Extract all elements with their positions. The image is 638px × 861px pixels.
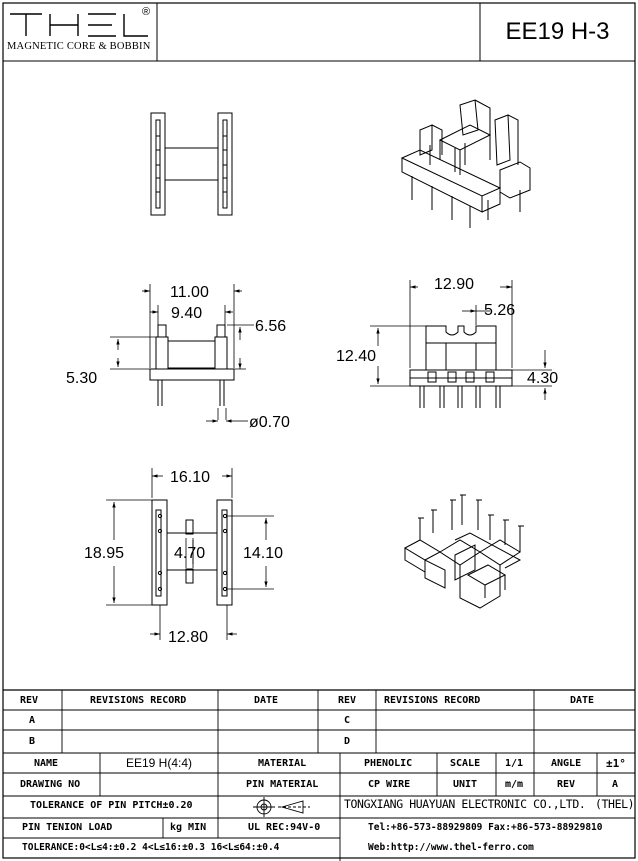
- pin-tension-unit: kg MIN: [170, 822, 207, 833]
- dim-side-width-outer: 11.00: [170, 284, 209, 301]
- date-header-left: DATE: [254, 695, 279, 706]
- unit-label: UNIT: [453, 779, 478, 790]
- dim-top-base-width: 12.80: [168, 629, 208, 646]
- side-outline-view: [150, 112, 233, 216]
- tel-fax: Tel:+86-573-88929809 Fax:+86-573-8892981…: [368, 822, 603, 833]
- dim-side-width-inner: 9.40: [171, 305, 202, 322]
- top-view: [151, 499, 233, 606]
- pin-tension-label: PIN TENION LOAD: [22, 822, 113, 833]
- dim-side-body-height: 5.30: [66, 370, 97, 387]
- dim-side-flange-height: 6.56: [255, 318, 286, 335]
- projection-symbol: [253, 797, 310, 817]
- tolerance-ranges: TOLERANCE:0<L≤4:±0.2 4<L≤16:±0.3 16<L≤64…: [22, 842, 280, 853]
- rev-value: A: [612, 779, 619, 790]
- website: Web:http://www.thel-ferro.com: [368, 842, 534, 853]
- front-view-right: [409, 325, 513, 408]
- dim-front-pin-offset: 4.30: [527, 370, 558, 387]
- scale-label: SCALE: [450, 758, 481, 769]
- dim-front-height: 12.40: [336, 348, 376, 365]
- company-short: (THEL): [595, 797, 635, 811]
- dim-front-width: 12.90: [434, 276, 474, 293]
- unit-value: m/m: [505, 779, 524, 790]
- dim-top-inner-width: 4.70: [174, 545, 205, 562]
- company-subtitle: MAGNETIC CORE & BOBBIN: [7, 41, 151, 52]
- registered-mark: ®: [142, 6, 151, 18]
- rev-header-left: REV: [20, 695, 39, 706]
- rev-row-a: A: [29, 715, 36, 726]
- scale-value: 1/1: [505, 758, 524, 769]
- material-label: MATERIAL: [258, 758, 307, 769]
- front-view-left-dims: [110, 284, 254, 423]
- dim-top-width: 16.10: [170, 469, 210, 486]
- rev-label: REV: [557, 779, 576, 790]
- isometric-view-bottom: [403, 494, 524, 609]
- angle-value: ±1°: [606, 757, 626, 770]
- title-block-grid: [3, 690, 635, 861]
- front-view-left: [149, 324, 235, 406]
- thel-logo-mark: [10, 13, 148, 37]
- revisions-record-header-left: REVISIONS RECORD: [90, 695, 187, 706]
- name-value: EE19 H(4:4): [125, 756, 193, 770]
- part-title: EE19 H-3: [505, 18, 610, 45]
- rev-header-right: REV: [338, 695, 357, 706]
- angle-label: ANGLE: [551, 758, 582, 769]
- pin-material-label: PIN MATERIAL: [246, 779, 319, 790]
- dim-front-slot-width: 5.26: [484, 302, 515, 319]
- thel-logo: [8, 10, 148, 38]
- date-header-right: DATE: [570, 695, 595, 706]
- revisions-record-header-right: REVISIONS RECORD: [384, 695, 481, 706]
- pin-material-value: CP WIRE: [368, 779, 411, 790]
- material-value: PHENOLIC: [364, 758, 413, 769]
- tolerance-pin-pitch: TOLERANCE OF PIN PITCH±0.20: [30, 800, 193, 811]
- rev-row-b: B: [29, 736, 36, 747]
- dim-pin-diameter: ø0.70: [249, 414, 290, 431]
- rev-row-c: C: [344, 715, 351, 726]
- top-view-dims: [106, 468, 274, 640]
- isometric-view-top: [400, 99, 531, 228]
- ul-rec: UL REC:94V-0: [248, 822, 321, 833]
- company-name: TONGXIANG HUAYUAN ELECTRONIC CO.,LTD.: [344, 797, 586, 811]
- name-label: NAME: [34, 758, 59, 769]
- rev-row-d: D: [344, 736, 351, 747]
- dim-top-length: 18.95: [84, 545, 124, 562]
- drawing-no-label: DRAWING NO: [20, 779, 81, 790]
- dim-top-row-spacing: 14.10: [243, 545, 283, 562]
- front-view-right-dims: [370, 280, 552, 400]
